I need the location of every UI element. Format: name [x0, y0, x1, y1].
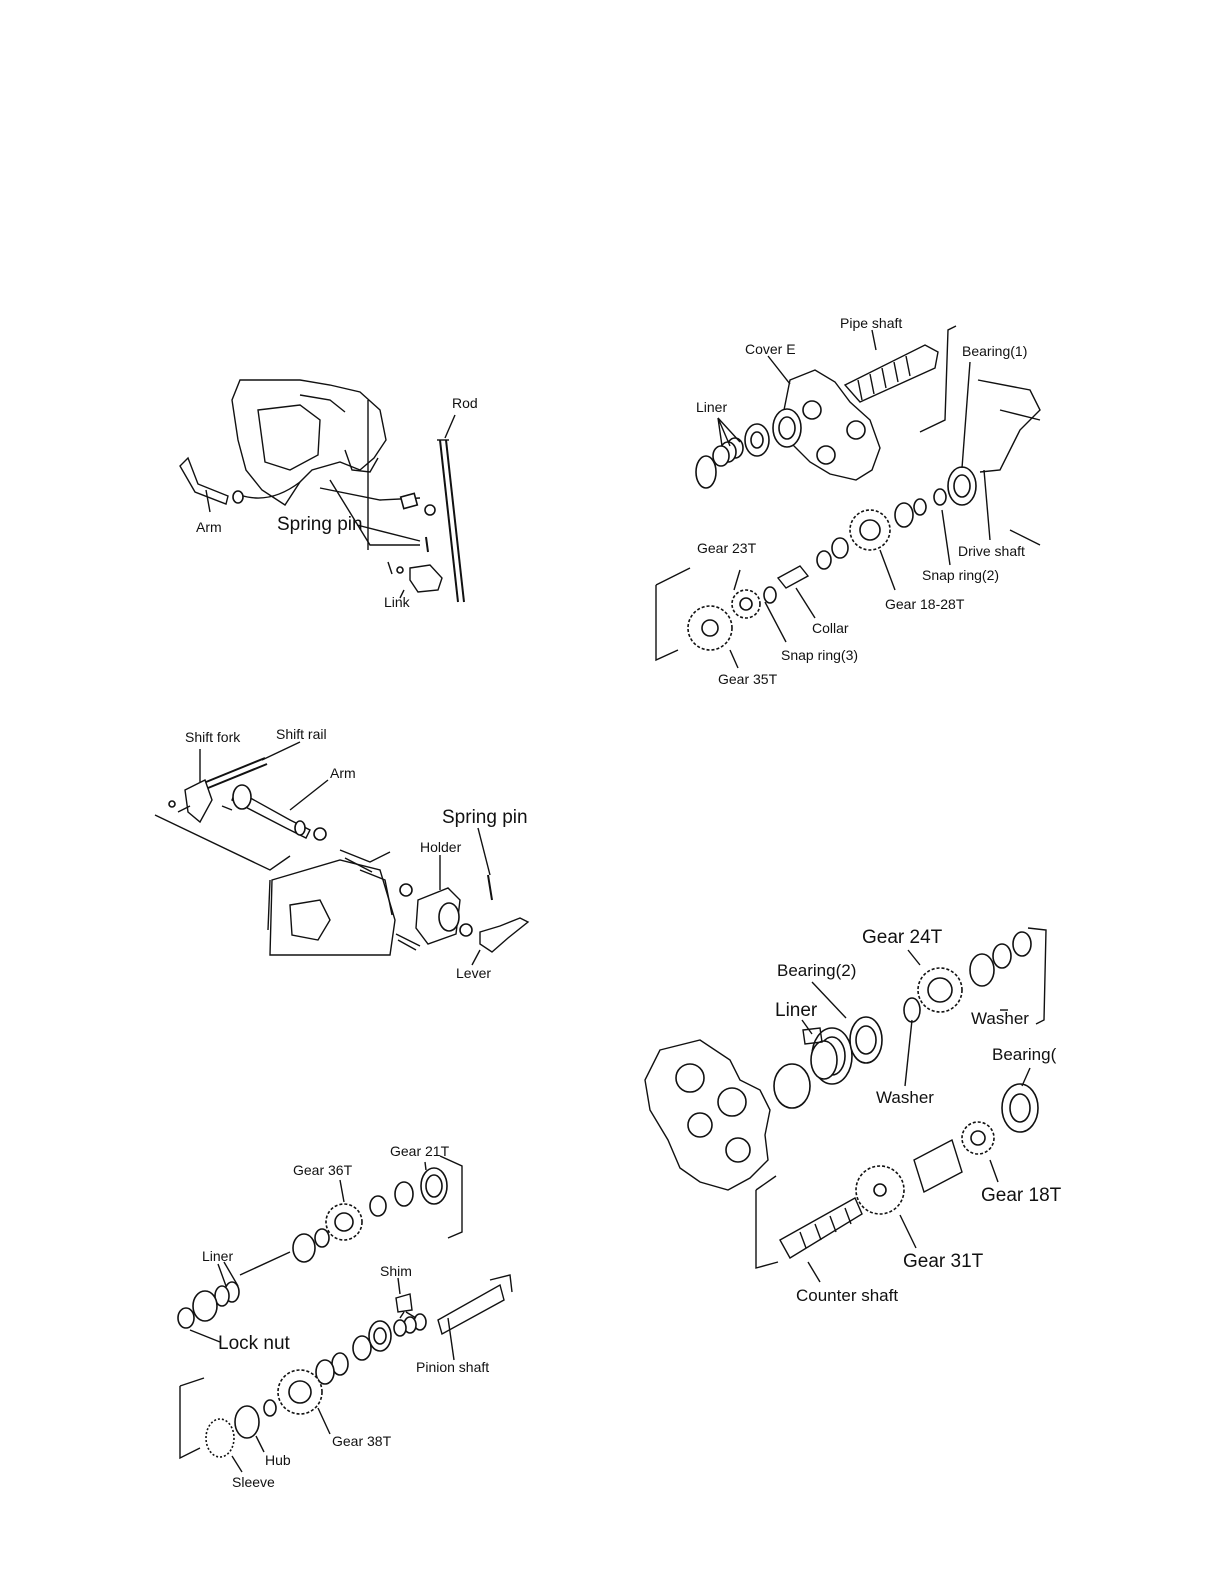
label-drive-shaft: Drive shaft — [958, 543, 1025, 559]
label-lock-nut: Lock nut — [218, 1333, 291, 1354]
label-shift-rail: Shift rail — [276, 726, 327, 742]
label-bearing-1-cut: Bearing( — [992, 1045, 1057, 1064]
label-liner-3: Liner — [775, 1000, 818, 1021]
label-gear-21t: Gear 21T — [390, 1143, 450, 1159]
label-lever: Lever — [456, 965, 491, 981]
label-counter-shaft: Counter shaft — [796, 1286, 898, 1305]
figure-rod-arm: Rod Arm Spring pin Link — [179, 379, 478, 610]
label-spring-pin-2: Spring pin — [442, 807, 528, 828]
label-gear-18t: Gear 18T — [981, 1185, 1062, 1206]
label-bearing-2: Bearing(2) — [777, 961, 856, 980]
label-arm-2: Arm — [330, 765, 356, 781]
label-washer-mid: Washer — [876, 1088, 934, 1107]
label-spring-pin: Spring pin — [277, 514, 363, 535]
label-pinion-shaft: Pinion shaft — [416, 1359, 489, 1375]
label-shift-fork: Shift fork — [185, 729, 241, 745]
label-snap-ring-2: Snap ring(2) — [922, 567, 999, 583]
label-snap-ring-3: Snap ring(3) — [781, 647, 858, 663]
label-gear-18-28t: Gear 18-28T — [885, 596, 965, 612]
label-liner: Liner — [202, 1248, 233, 1264]
label-arm: Arm — [196, 519, 222, 535]
label-link: Link — [384, 594, 411, 610]
label-sleeve: Sleeve — [232, 1474, 275, 1490]
label-shim: Shim — [380, 1263, 412, 1279]
label-holder: Holder — [420, 839, 462, 855]
label-collar: Collar — [812, 620, 849, 636]
label-bearing-1: Bearing(1) — [962, 343, 1027, 359]
label-rod: Rod — [452, 395, 478, 411]
label-hub: Hub — [265, 1452, 291, 1468]
label-gear-31t: Gear 31T — [903, 1251, 984, 1272]
label-gear-35t: Gear 35T — [718, 671, 778, 687]
figure-shift-fork: Shift fork Shift rail Arm Spring pin Hol… — [154, 726, 530, 981]
label-gear-24t: Gear 24T — [862, 927, 943, 948]
label-gear-38t: Gear 38T — [332, 1433, 392, 1449]
figure-pipe-shaft: Pipe shaft Cover E Bearing(1) Liner Driv… — [655, 315, 1041, 687]
figure-counter-shaft: Gear 24T Bearing(2) Liner Washer Washer … — [644, 927, 1062, 1305]
label-cover-e: Cover E — [745, 341, 796, 357]
label-washer-top: Washer — [971, 1009, 1029, 1028]
label-pipe-shaft: Pipe shaft — [840, 315, 902, 331]
label-liner-2: Liner — [696, 399, 727, 415]
figure-pinion-shaft: Gear 21T Gear 36T Liner Shim Lock nut Pi… — [177, 1143, 513, 1490]
label-gear-36t: Gear 36T — [293, 1162, 353, 1178]
label-gear-23t: Gear 23T — [697, 540, 757, 556]
